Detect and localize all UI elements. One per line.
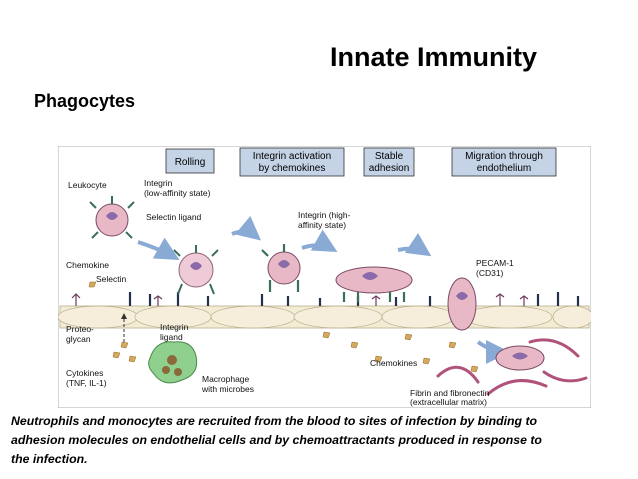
- label-pecam: PECAM-1: [476, 258, 514, 268]
- label-pecam-2: (CD31): [476, 268, 504, 278]
- label-chemokines: Chemokines: [370, 358, 417, 368]
- stage-stable-adhesion-box: Stable adhesion: [363, 147, 415, 177]
- svg-text:Rolling: Rolling: [175, 157, 206, 168]
- caption-line-2: adhesion molecules on endothelial cells …: [11, 433, 542, 447]
- stage-integrin-activation-box: Integrin activation by chemokines: [239, 147, 345, 177]
- slide-title: Innate Immunity: [330, 42, 538, 72]
- leukocyte-cell: [89, 196, 135, 239]
- rolling-leukocyte: [173, 245, 219, 295]
- caption-line-3: the infection.: [11, 452, 88, 466]
- label-leukocyte: Leukocyte: [68, 180, 107, 190]
- stage-rolling-box: Rolling: [165, 148, 215, 174]
- svg-text:endothelium: endothelium: [477, 163, 531, 174]
- svg-text:Stable: Stable: [375, 151, 404, 162]
- label-selectin: Selectin: [96, 274, 127, 284]
- endothelium-layer: [58, 305, 591, 329]
- label-proteoglycan-2: glycan: [66, 334, 91, 344]
- transmigrating-leukocyte: [447, 277, 477, 331]
- label-integrin-high: Integrin (high-: [298, 210, 351, 220]
- label-integrin-low: Integrin: [144, 178, 173, 188]
- chemokine-particles: [88, 281, 479, 373]
- activated-leukocyte: [261, 244, 301, 292]
- label-chemokine: Chemokine: [66, 260, 109, 270]
- extracellular-fibers: [436, 338, 588, 396]
- figure-caption: Neutrophils and monocytes are recruited …: [11, 412, 631, 469]
- label-cytokines: Cytokines: [66, 368, 103, 378]
- label-fibrin: Fibrin and fibronectin: [410, 388, 490, 398]
- label-integrin-high-state: affinity state): [298, 220, 346, 230]
- svg-text:Integrin activation: Integrin activation: [253, 151, 331, 162]
- svg-text:by chemokines: by chemokines: [259, 163, 326, 174]
- label-cytokines-2: (TNF, IL-1): [66, 378, 107, 388]
- label-macrophage: Macrophage: [202, 374, 250, 384]
- label-proteoglycan: Proteo-: [66, 324, 94, 334]
- leukocyte-migration-diagram: Rolling Integrin activation by chemokine…: [58, 146, 591, 408]
- svg-text:adhesion: adhesion: [369, 163, 410, 174]
- proteoglycan-markers: [71, 293, 529, 306]
- slide-subtitle: Phagocytes: [34, 91, 136, 111]
- migrated-leukocyte: [495, 345, 545, 371]
- label-integrin-low-state: (low-affinity state): [144, 188, 211, 198]
- adherent-leukocyte: [335, 266, 413, 302]
- label-macrophage-2: with microbes: [201, 384, 254, 394]
- caption-line-1: Neutrophils and monocytes are recruited …: [11, 414, 538, 428]
- stage-migration-box: Migration through endothelium: [451, 147, 557, 177]
- label-fibrin-2: (extracellular matrix): [410, 397, 487, 407]
- macrophage: [148, 341, 198, 384]
- label-integrin-ligand-2: ligand: [160, 332, 183, 342]
- label-integrin-ligand: Integrin: [160, 322, 189, 332]
- svg-text:Migration through: Migration through: [465, 151, 543, 162]
- label-selectin-ligand: Selectin ligand: [146, 212, 202, 222]
